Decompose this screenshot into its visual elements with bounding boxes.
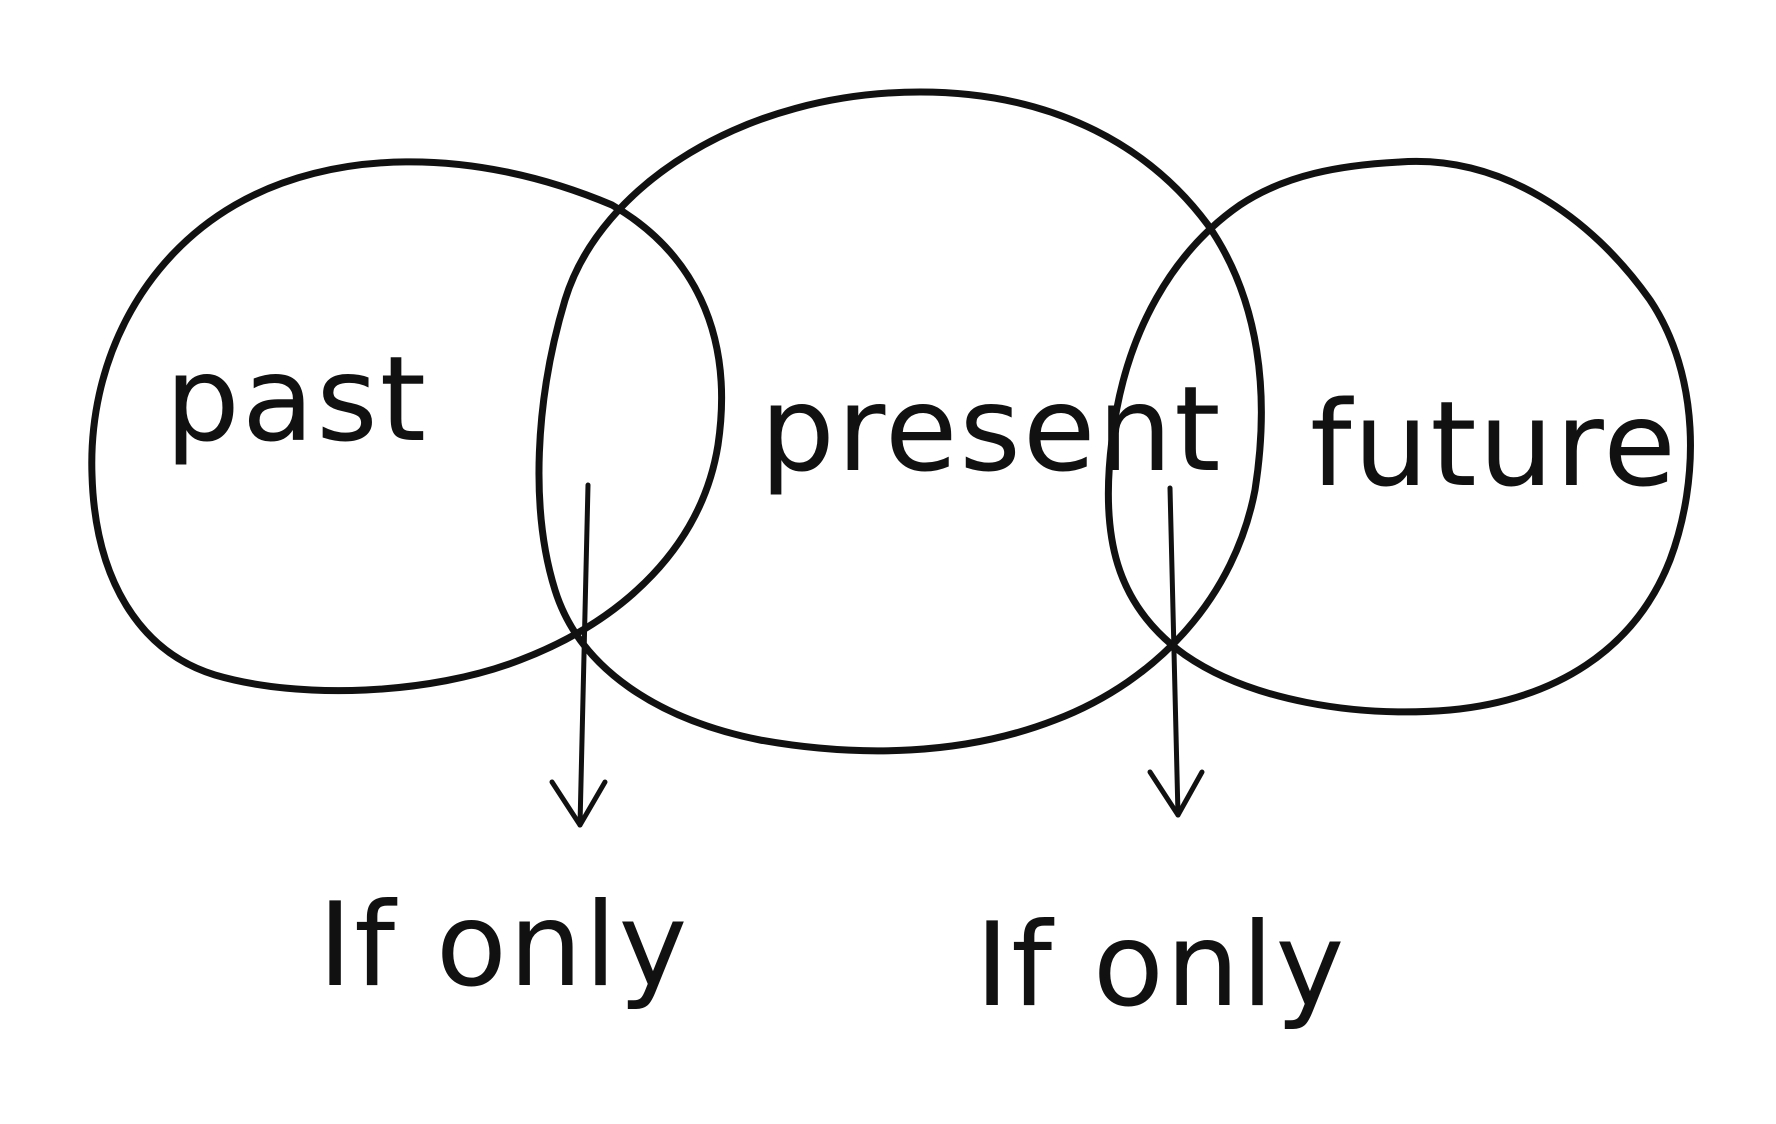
label-future: future xyxy=(1310,375,1678,513)
arrow-right-overlap-shaft xyxy=(1167,485,1181,818)
label-left-overlap: If only xyxy=(318,878,689,1013)
arrow-right-overlap-head xyxy=(1147,769,1205,818)
circle-future xyxy=(1104,157,1694,716)
label-past: past xyxy=(165,330,428,468)
arrow-left-overlap-head xyxy=(549,779,608,828)
circle-past xyxy=(88,158,725,695)
circle-present xyxy=(535,88,1265,755)
label-right-overlap: If only xyxy=(975,898,1346,1033)
label-present: present xyxy=(760,360,1223,498)
arrow-left-overlap-shaft xyxy=(577,482,591,828)
